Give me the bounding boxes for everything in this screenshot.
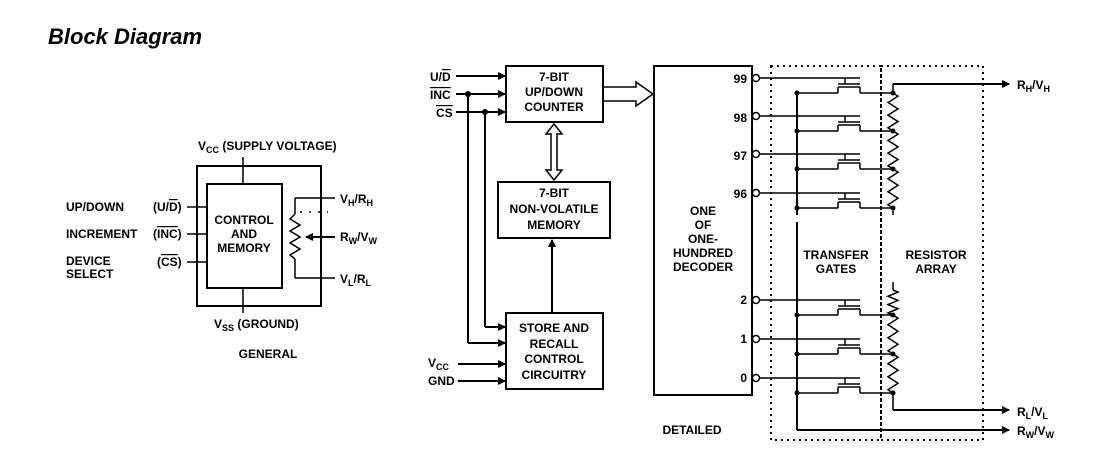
counter-block xyxy=(505,65,604,123)
nvm-line2: NON-VOLATILE xyxy=(509,202,598,216)
decoder-line5: DECODER xyxy=(673,260,733,274)
vss-ground-label: VSS (GROUND) xyxy=(214,317,299,333)
output-bubble xyxy=(751,149,761,159)
output-2: 2 xyxy=(740,293,747,307)
transfer-gates-region xyxy=(770,65,882,441)
output-bubble xyxy=(751,188,761,198)
nvm-line3: MEMORY xyxy=(527,218,581,232)
resistor-line2: ARRAY xyxy=(915,262,957,276)
rl-vl-label: RL/VL xyxy=(1017,405,1049,421)
control-block-line3: MEMORY xyxy=(217,241,271,255)
store-line2: RECALL xyxy=(530,337,579,351)
decoder-block xyxy=(653,65,753,396)
updown-input-label: UP/DOWN xyxy=(66,200,124,214)
inc-pin-label: INC xyxy=(430,88,451,102)
control-block-line2: AND xyxy=(231,227,257,241)
vh-rh-label: VH/RH xyxy=(340,192,373,208)
control-memory-block xyxy=(206,183,283,289)
store-recall-block xyxy=(505,312,604,390)
decoder-line1: ONE xyxy=(690,204,716,218)
general-diagram: VCC (SUPPLY VOLTAGE) VSS (GROUND) CONTRO… xyxy=(66,139,378,361)
transfer-line1: TRANSFER xyxy=(803,248,869,262)
increment-input-label: INCREMENT xyxy=(66,227,138,241)
rw-vw-label: RW/VW xyxy=(340,230,378,246)
gnd-pin-label: GND xyxy=(428,374,455,388)
rh-vh-label: RH/VH xyxy=(1017,78,1050,94)
store-line4: CIRCUITRY xyxy=(522,368,587,382)
counter-nvm-link xyxy=(544,122,564,182)
counter-line3: COUNTER xyxy=(524,100,584,114)
detailed-caption: DETAILED xyxy=(662,423,721,437)
transfer-line2: GATES xyxy=(816,262,856,276)
output-bubble xyxy=(751,295,761,305)
vcc-pin-label: VCC xyxy=(428,356,450,372)
output-98: 98 xyxy=(734,111,748,125)
decoder-line4: HUNDRED xyxy=(673,246,733,260)
decoder-line2: OF xyxy=(695,218,712,232)
counter-line2: UP/DOWN xyxy=(525,85,583,99)
general-outer-box xyxy=(196,165,322,307)
store-line1: STORE AND xyxy=(519,321,589,335)
general-caption: GENERAL xyxy=(239,347,298,361)
diagram-title: Block Diagram xyxy=(48,24,203,49)
nvm-line1: 7-BIT xyxy=(539,186,570,200)
control-block-line1: CONTROL xyxy=(214,213,273,227)
nvm-block xyxy=(497,181,611,239)
output-1: 1 xyxy=(740,332,747,346)
resistor-line1: RESISTOR xyxy=(905,248,966,262)
updown-pin-label: (U/D) xyxy=(153,200,182,214)
ud-pin-label: U/D xyxy=(430,70,451,84)
vcc-supply-label: VCC (SUPPLY VOLTAGE) xyxy=(198,139,337,155)
rw-vw-detailed-label: RW/VW xyxy=(1017,424,1055,440)
output-97: 97 xyxy=(734,149,748,163)
output-96: 96 xyxy=(734,187,748,201)
output-bubble xyxy=(751,111,761,121)
counter-decoder-bus xyxy=(604,80,655,108)
increment-pin-label: (INC) xyxy=(153,227,182,241)
cs-pin-detailed-label: CS xyxy=(436,106,453,120)
transfer-gate-array xyxy=(751,73,1010,434)
output-99: 99 xyxy=(734,72,748,86)
device-input-label-1: DEVICE xyxy=(66,254,111,268)
vl-rl-label: VL/RL xyxy=(340,272,372,288)
detailed-diagram: U/D INC CS VCC GND 7-BIT UP/DOWN COUNTER… xyxy=(428,65,1055,441)
output-bubble xyxy=(751,373,761,383)
device-input-label-2: SELECT xyxy=(66,267,114,281)
output-bubble xyxy=(751,73,761,83)
store-line3: CONTROL xyxy=(524,352,583,366)
output-0: 0 xyxy=(740,371,747,385)
counter-line1: 7-BIT xyxy=(539,70,570,84)
cs-pin-label: (CS) xyxy=(157,255,182,269)
decoder-line3: ONE- xyxy=(688,232,718,246)
resistor-array-region xyxy=(880,65,984,441)
output-bubble xyxy=(751,334,761,344)
